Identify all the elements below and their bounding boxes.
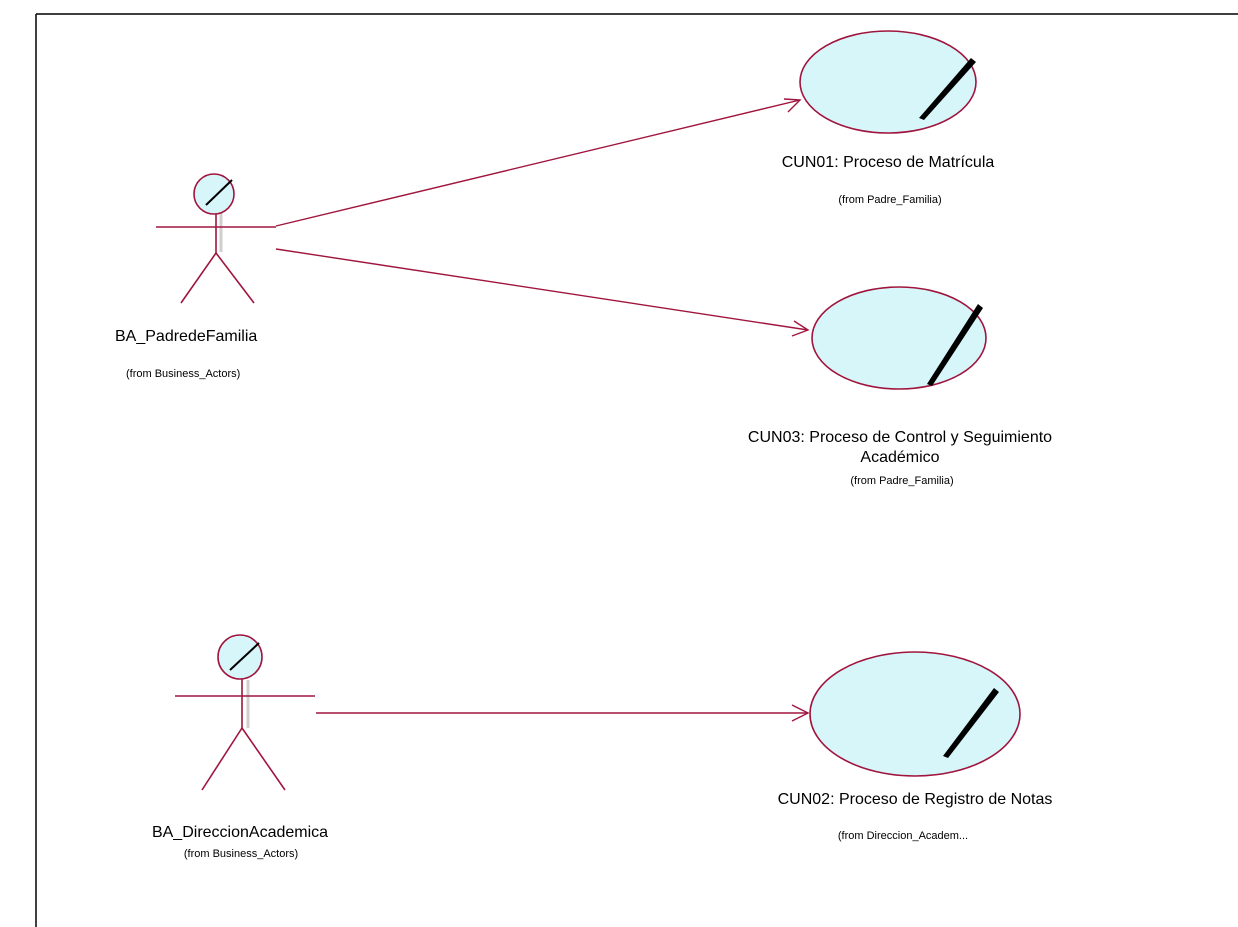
association-padre-cun01[interactable] xyxy=(275,98,802,227)
use-case-cun03[interactable] xyxy=(811,286,987,390)
association-line xyxy=(275,248,809,331)
actor-head-icon xyxy=(193,173,235,215)
association-arrowhead xyxy=(783,98,802,113)
actor-name-direccion-academica: BA_DireccionAcademica xyxy=(151,824,329,841)
use-case-mark xyxy=(943,688,999,758)
association-arrowhead xyxy=(791,320,810,337)
use-case-name-cun03-line1: CUN03: Proceso de Control y Seguimiento xyxy=(747,429,1053,446)
use-case-cun02[interactable] xyxy=(809,651,1021,777)
actor-from-direccion-academica: (from Business_Actors) xyxy=(183,848,299,860)
association-direccion-cun02[interactable] xyxy=(316,704,810,722)
use-case-name-cun01: CUN01: Proceso de Matrícula xyxy=(781,154,995,171)
actor-right-leg xyxy=(215,252,255,304)
actor-from-padre-de-familia: (from Business_Actors) xyxy=(126,368,241,380)
association-line xyxy=(275,99,801,227)
actor-head-mark xyxy=(229,642,260,671)
use-case-from-cun01: (from Padre_Familia) xyxy=(838,194,942,206)
actor-padre-de-familia[interactable] xyxy=(156,173,276,304)
actor-name-padre-de-familia: BA_PadredeFamilia xyxy=(115,328,258,345)
association-padre-cun03[interactable] xyxy=(275,248,810,337)
actor-right-leg xyxy=(241,727,286,791)
use-case-ellipse xyxy=(799,30,977,134)
use-case-mark xyxy=(919,58,976,120)
use-case-name-cun03-line2: Académico xyxy=(860,449,940,466)
use-case-name-cun02: CUN02: Proceso de Registro de Notas xyxy=(777,791,1053,808)
use-case-ellipse xyxy=(809,651,1021,777)
actor-direccion-academica[interactable] xyxy=(175,634,315,791)
use-case-from-cun03: (from Padre_Familia) xyxy=(850,475,954,487)
actor-head-icon xyxy=(217,634,263,680)
diagram-frame xyxy=(35,13,1238,927)
actor-left-leg xyxy=(201,727,243,791)
association-arrowhead xyxy=(791,704,810,722)
use-case-mark xyxy=(927,304,983,386)
actor-head-mark xyxy=(205,179,233,206)
use-case-cun01[interactable] xyxy=(799,30,977,134)
use-case-from-cun02: (from Direccion_Academ... xyxy=(837,830,969,842)
actor-left-leg xyxy=(180,252,217,304)
